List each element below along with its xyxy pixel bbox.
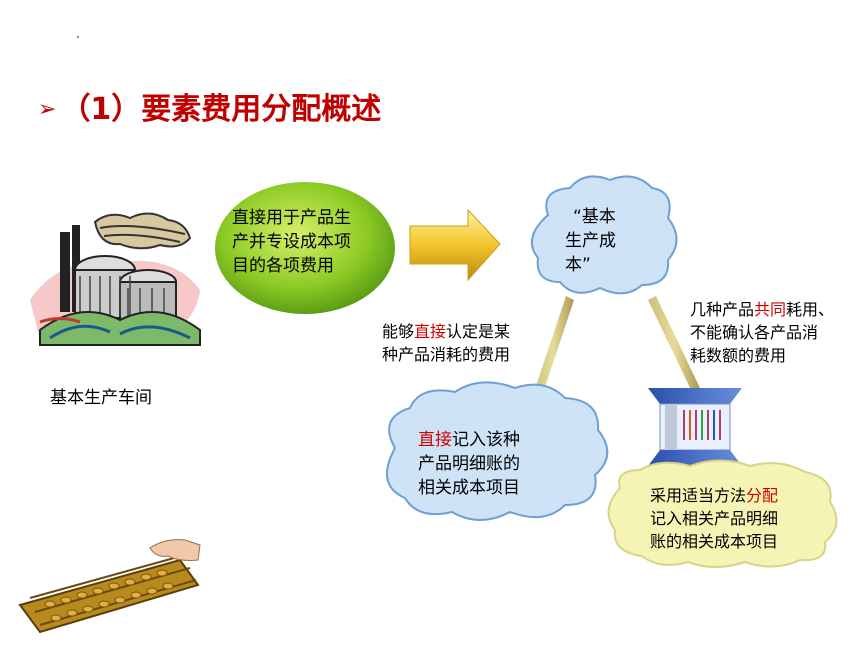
cloud-right-shape — [607, 459, 838, 568]
cloud-right-line-3: 账的相关成本项目 — [650, 532, 779, 551]
factory-label: 基本生产车间 — [50, 388, 152, 408]
cloud-left-highlight: 直接 — [418, 430, 452, 450]
cloud-left-shape — [386, 381, 609, 521]
cloud-top-shape — [530, 175, 678, 295]
abacus-illustration — [18, 539, 201, 634]
right-note-line-3: 耗数额的费用 — [690, 346, 787, 365]
right-arrow — [409, 208, 501, 282]
left-beam — [532, 296, 574, 402]
right-beam — [648, 296, 700, 392]
left-note-part-1: 能够 — [382, 322, 415, 341]
cloud-top-text: “基本 生产成 本” — [565, 205, 616, 277]
cloud-right-part-1: 采用适当方法 — [650, 486, 747, 505]
cloud-top-line-1: “基本 — [573, 207, 616, 227]
right-note-part-1: 几种产品 — [690, 300, 755, 319]
right-note-highlight: 共同 — [754, 300, 787, 319]
left-note: 能够直接认定是某 种产品消耗的费用 — [382, 320, 510, 366]
cloud-left-line-3: 相关成本项目 — [418, 478, 520, 498]
left-note-line-2: 种产品消耗的费用 — [382, 345, 511, 364]
cloud-right-highlight: 分配 — [746, 486, 779, 505]
cloud-top-line-3: 本” — [565, 255, 591, 275]
allocation-device — [648, 388, 742, 466]
cloud-left-text: 直接记入该种 产品明细账的 相关成本项目 — [418, 428, 520, 500]
cloud-left-line-2: 产品明细账的 — [418, 454, 520, 474]
green-oval-line-1: 直接用于产品生 — [232, 208, 351, 228]
green-oval-line-3: 目的各项费用 — [232, 256, 334, 276]
left-note-part-2: 认定是某 — [446, 322, 511, 341]
right-note-part-2: 耗用、 — [786, 300, 835, 319]
right-note-line-2: 不能确认各产品消 — [690, 323, 819, 342]
left-note-highlight: 直接 — [414, 322, 447, 341]
title-text: （1）要素费用分配概述 — [60, 92, 382, 127]
bullet-arrow-icon: ➢ — [38, 97, 57, 122]
cloud-right-line-2: 记入相关产品明细 — [650, 509, 779, 528]
right-note: 几种产品共同耗用、 不能确认各产品消 耗数额的费用 — [690, 298, 834, 367]
cloud-left-part-1: 记入该种 — [452, 430, 520, 450]
green-oval-line-2: 产并专设成本项 — [232, 232, 351, 252]
cloud-right-text: 采用适当方法分配 记入相关产品明细 账的相关成本项目 — [650, 484, 778, 553]
green-oval — [215, 182, 395, 314]
green-oval-text: 直接用于产品生 产并专设成本项 目的各项费用 — [232, 206, 351, 278]
slide-title: ➢（1）要素费用分配概述 — [38, 84, 381, 128]
cloud-top-line-2: 生产成 — [565, 231, 616, 251]
factory-illustration — [30, 212, 201, 346]
